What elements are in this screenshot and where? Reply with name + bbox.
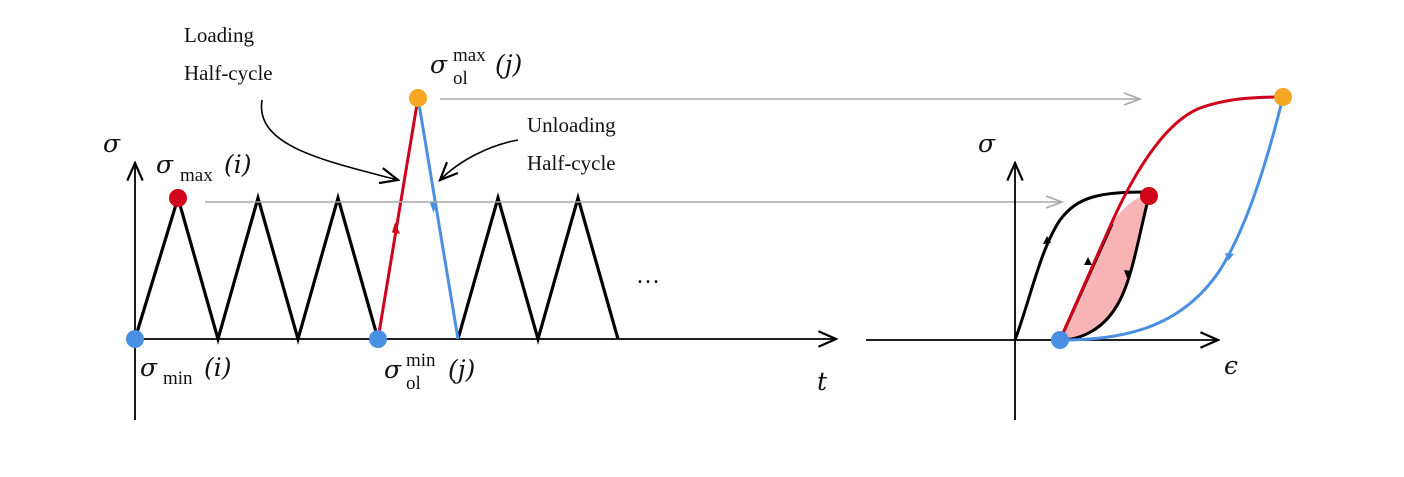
sigma-ol-min-point <box>369 330 387 348</box>
overload-unloading-direction-marker <box>1225 253 1234 261</box>
svg-text:(i): (i) <box>224 150 252 179</box>
right-plot: σ ϵ <box>866 88 1292 420</box>
hysteresis-loop-area <box>1060 196 1149 340</box>
svg-text:max: max <box>453 45 486 66</box>
cyclic-loading-wave <box>133 192 380 345</box>
svg-text:min: min <box>163 368 193 389</box>
reloading-direction-marker <box>1084 257 1092 265</box>
left-y-axis-label: σ <box>103 129 121 158</box>
cyclic-loading-wave-continued <box>456 192 620 345</box>
svg-text:ol: ol <box>406 373 421 394</box>
right-min-point <box>1051 331 1069 349</box>
loading-direction-marker <box>392 222 400 234</box>
svg-text:Half-cycle: Half-cycle <box>527 151 616 175</box>
sigma-ol-max-point <box>409 89 427 107</box>
unloading-half-cycle-line <box>416 97 460 340</box>
svg-text:σ: σ <box>430 50 448 79</box>
sigma-max-point <box>169 189 187 207</box>
svg-text:ol: ol <box>453 68 468 89</box>
svg-text:max: max <box>180 165 213 186</box>
overload-loading-curve <box>1058 95 1284 341</box>
right-y-axis-label: σ <box>978 129 996 158</box>
svg-text:min: min <box>406 350 436 371</box>
loading-annotation-arrow <box>260 99 398 180</box>
svg-text:σ: σ <box>156 150 174 179</box>
unloading-annotation-arrow <box>440 139 519 180</box>
right-ol-max-point <box>1274 88 1292 106</box>
unloading-direction-marker <box>429 201 438 213</box>
sigma-min-label: σ min (i) <box>140 353 232 389</box>
svg-text:σ: σ <box>140 353 158 382</box>
initial-curve-direction-marker <box>1043 236 1051 244</box>
initial-loading-curve <box>1013 190 1150 341</box>
sigma-max-label: σ max (i) <box>156 150 252 186</box>
right-x-axis-label: ϵ <box>1224 351 1238 380</box>
sigma-ol-min-label: σ min ol (j) <box>384 350 475 394</box>
sigma-min-point <box>126 330 144 348</box>
left-plot: σ t σ max (i) σ min (i) σ min ol (j) σ m… <box>103 23 1140 420</box>
unloading-loop-direction-marker <box>1124 270 1132 278</box>
svg-text:σ: σ <box>384 355 402 384</box>
svg-text:(j): (j) <box>448 355 475 384</box>
unloading-half-cycle-label: Unloading Half-cycle <box>527 113 616 175</box>
svg-text:Half-cycle: Half-cycle <box>184 61 273 85</box>
ellipsis: … <box>636 263 660 289</box>
svg-text:(i): (i) <box>204 353 232 382</box>
left-x-axis-label: t <box>817 367 828 396</box>
sigma-ol-max-label: σ max ol (j) <box>430 45 522 89</box>
loading-half-cycle-line <box>376 97 420 340</box>
svg-text:Loading: Loading <box>184 23 254 47</box>
svg-text:Unloading: Unloading <box>527 113 616 137</box>
overload-unloading-curve <box>1059 96 1285 342</box>
loading-half-cycle-label: Loading Half-cycle <box>184 23 273 85</box>
loop-unloading-branch <box>1059 195 1151 342</box>
svg-text:(j): (j) <box>495 50 522 79</box>
right-max-point <box>1140 187 1158 205</box>
